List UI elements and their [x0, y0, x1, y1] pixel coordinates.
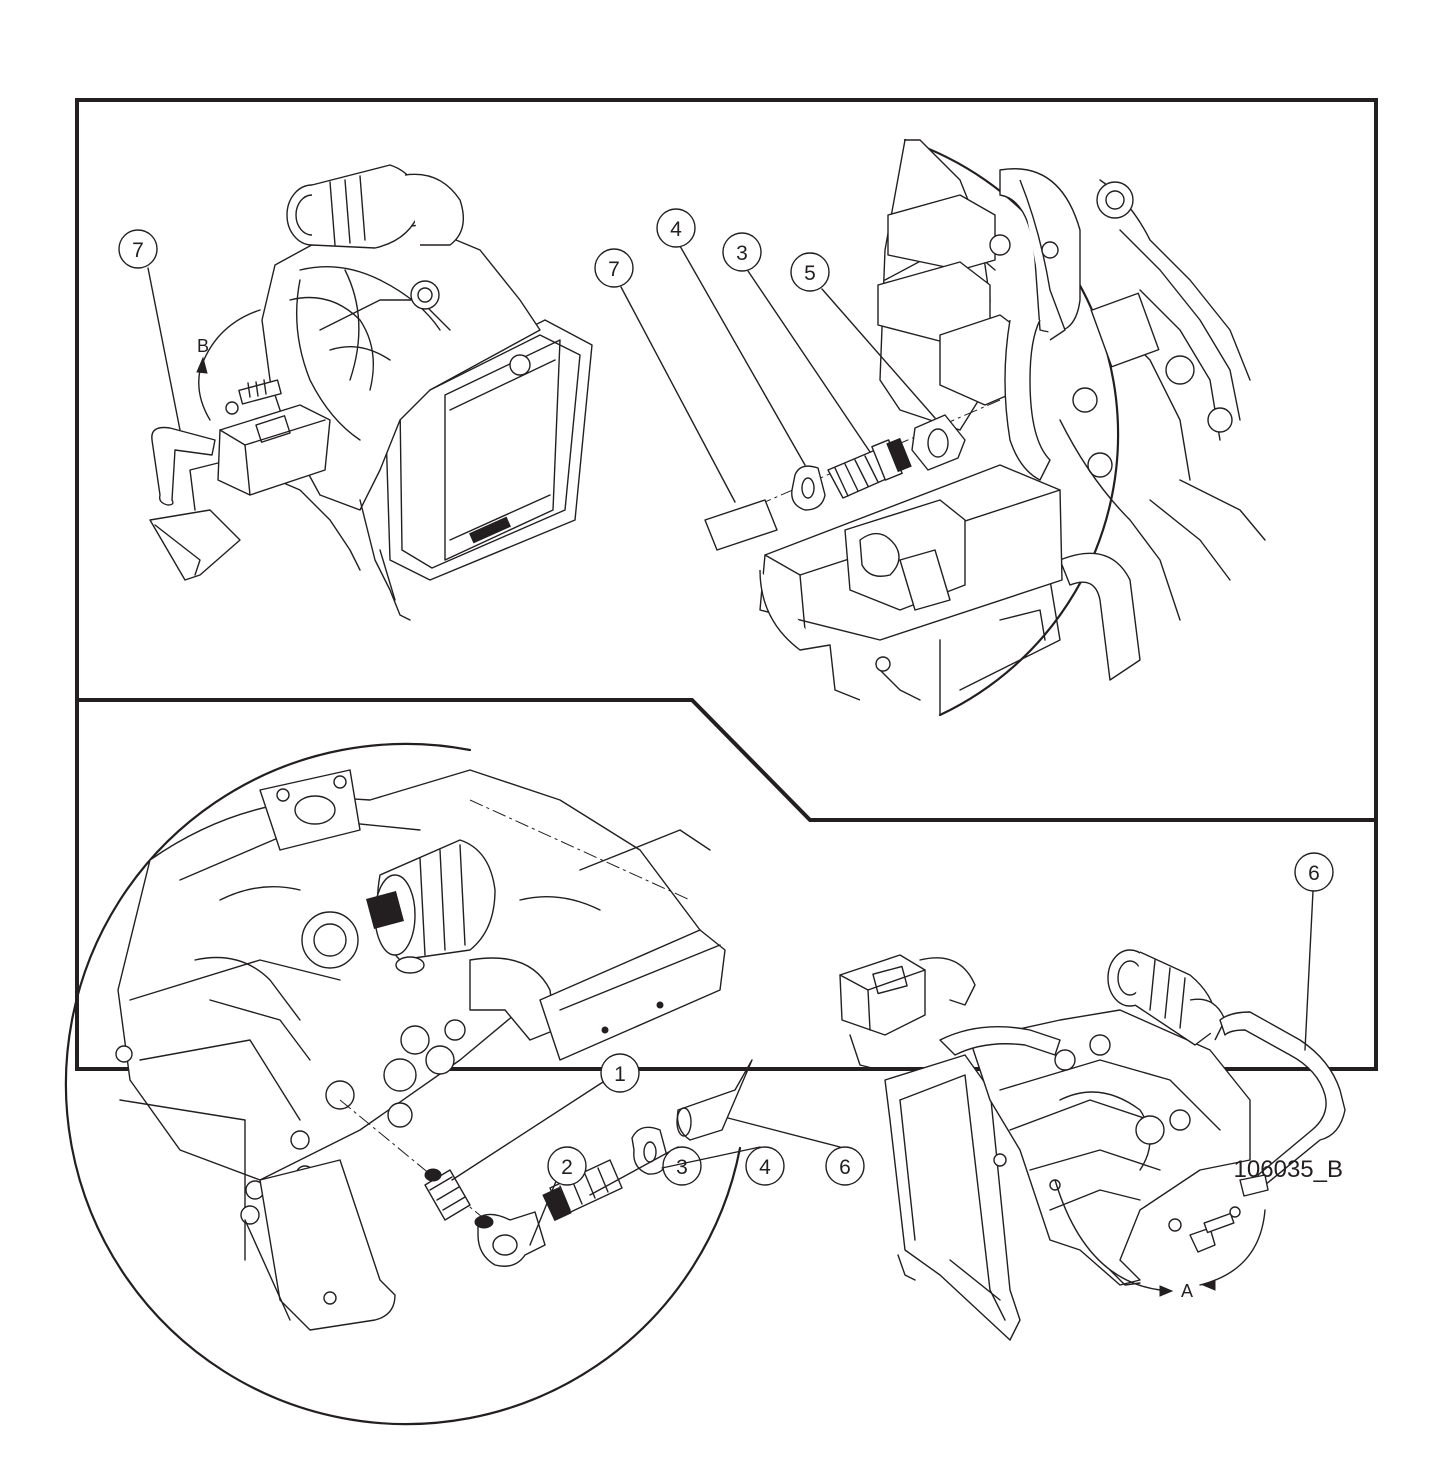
callout-6-bottom-left: 6 — [727, 1117, 865, 1186]
overview-engine-bottom-right: A — [839, 949, 1346, 1341]
overview-engine-top-left: B — [149, 164, 593, 621]
callout-3-top-right: 3 — [722, 232, 871, 453]
callout-3-top-right-label: 3 — [736, 242, 748, 265]
callout-7-top-right-label: 7 — [608, 258, 620, 281]
callout-1-label: 1 — [614, 1063, 626, 1086]
callout-5-top-right: 5 — [790, 252, 936, 419]
callout-2-label: 2 — [561, 1156, 573, 1179]
detail-circle-top-right — [704, 138, 1266, 717]
callout-4-top-right: 4 — [656, 208, 806, 466]
callout-6-bottom-left-label: 6 — [839, 1156, 851, 1179]
callout-7-top-left-label: 7 — [132, 239, 144, 262]
figure-frame — [75, 98, 1378, 1071]
callout-4-bottom-left-label: 4 — [759, 1156, 771, 1179]
detail-circle-bottom-left — [65, 742, 753, 1426]
callout-1-bottom-left: 1 — [451, 1053, 640, 1181]
callout-3-bottom-left-label: 3 — [676, 1156, 688, 1179]
figure-id-label: 106035_B — [1234, 1156, 1343, 1183]
callout-7-top-right: 7 — [594, 248, 736, 503]
callout-3-bottom-left: 3 — [589, 1146, 702, 1196]
callout-6-bottom-right: 6 — [1294, 852, 1334, 1051]
view-marker-a: A — [1181, 1281, 1193, 1301]
callout-4-bottom-left: 4 — [661, 1146, 785, 1186]
view-marker-b: B — [197, 336, 209, 356]
callout-4-top-right-label: 4 — [670, 218, 682, 241]
callout-2-bottom-left: 2 — [529, 1146, 587, 1246]
callout-5-top-right-label: 5 — [804, 262, 816, 285]
callout-7-top-left: 7 — [118, 229, 181, 431]
callout-6-bottom-right-label: 6 — [1308, 862, 1320, 885]
